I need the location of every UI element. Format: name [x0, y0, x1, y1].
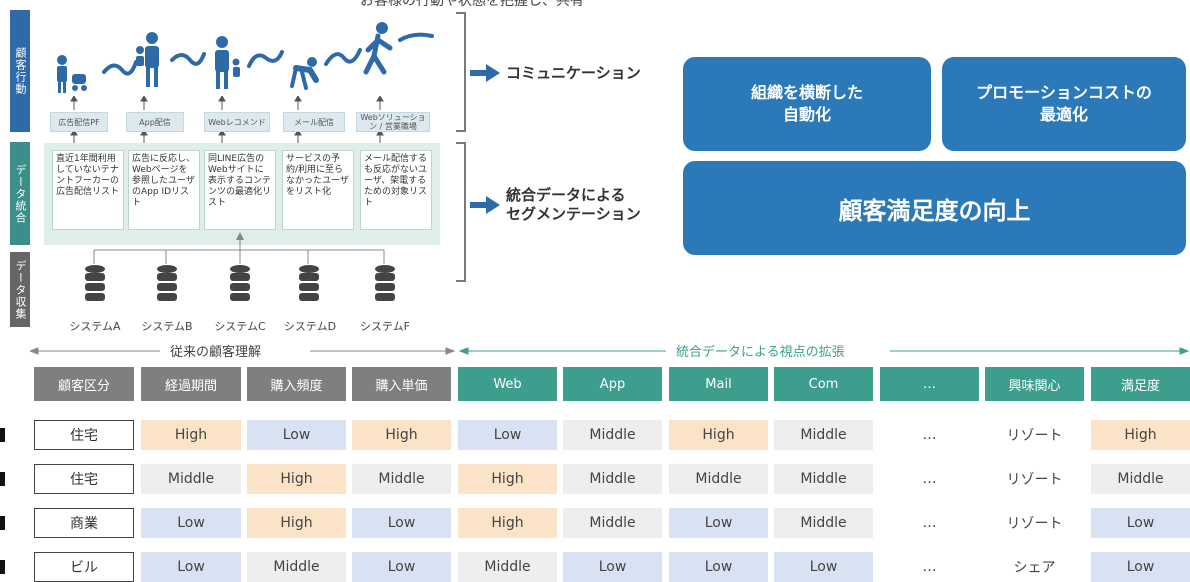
label-customer-behavior: 顧客行動 — [10, 10, 30, 132]
table-cell: Low — [458, 420, 557, 450]
table-cell: Middle — [352, 464, 451, 494]
section-extended: 統合データによる視点の拡張 — [676, 345, 845, 360]
column-header: 満足度 — [1091, 367, 1190, 401]
column-header: 購入頻度 — [247, 367, 346, 401]
system-label: システムC — [214, 320, 266, 333]
row-marker — [0, 560, 5, 574]
table-cell: Middle — [141, 464, 241, 494]
column-header: 顧客区分 — [34, 367, 134, 401]
table-cell: High — [1091, 420, 1190, 450]
tag-arrows — [70, 96, 384, 146]
table-cell: Low — [669, 552, 768, 582]
row-label: 商業 — [34, 508, 134, 538]
segment-list: サービスの予約/利用に至らなかったユーザをリスト化 — [282, 150, 354, 230]
database-icon — [230, 265, 250, 301]
table-cell: Middle — [774, 464, 873, 494]
table-cell: … — [880, 552, 979, 582]
system-label: システムA — [69, 320, 121, 333]
table-cell: リゾート — [985, 508, 1084, 538]
bracket-communication — [456, 12, 466, 132]
top-caption: お客様の行動や状態を把握し、共有 — [360, 0, 584, 9]
table-cell: Middle — [1091, 464, 1190, 494]
box-cost-optimization: プロモーションコストの 最適化 — [942, 57, 1186, 151]
table-cell: Low — [247, 420, 346, 450]
arrow-segmentation — [470, 196, 500, 214]
row-label: 住宅 — [34, 464, 134, 494]
channel-tag: App配信 — [126, 112, 184, 132]
channel-tag: Webレコメンド — [204, 112, 270, 132]
label-data-integration: データ統合 — [10, 142, 30, 245]
column-header: … — [880, 367, 979, 401]
box-customer-satisfaction: 顧客満足度の向上 — [683, 161, 1186, 255]
column-header: 購入単価 — [352, 367, 451, 401]
table-cell: Low — [774, 552, 873, 582]
column-header: Com — [774, 367, 873, 401]
table-cell: Middle — [563, 464, 662, 494]
system-label: システムB — [141, 320, 193, 333]
table-cell: Low — [352, 508, 451, 538]
section-traditional: 従来の顧客理解 — [170, 345, 262, 360]
table-cell: Middle — [563, 508, 662, 538]
table-cell: High — [247, 508, 346, 538]
table-cell: … — [880, 420, 979, 450]
row-marker — [0, 516, 5, 530]
database-icon — [375, 265, 395, 301]
arrow-communication — [470, 64, 500, 82]
segment-list: メール配信するも反応がないユーザ、架電するための対象リスト — [360, 150, 432, 230]
table-cell: Low — [141, 508, 241, 538]
table-cell: Low — [352, 552, 451, 582]
table-cell: Low — [141, 552, 241, 582]
table-cell: … — [880, 508, 979, 538]
row-marker — [0, 428, 5, 442]
table-cell: High — [141, 420, 241, 450]
channel-tag: 広告配信PF — [50, 112, 108, 132]
table-cell: High — [352, 420, 451, 450]
table-cell: リゾート — [985, 420, 1084, 450]
segment-list: 広告に反応し、Webページを参照したユーザのApp IDリスト — [128, 150, 200, 230]
system-connectors — [93, 232, 385, 264]
table-cell: Low — [1091, 552, 1190, 582]
database-icon — [299, 265, 319, 301]
table-cell: Low — [1091, 508, 1190, 538]
table-cell: Middle — [774, 420, 873, 450]
bracket-segmentation — [456, 142, 466, 282]
table-cell: シェア — [985, 552, 1084, 582]
row-marker — [0, 472, 5, 486]
customer-journey-illustration — [57, 22, 434, 93]
channel-tag: メール配信 — [283, 112, 345, 132]
column-header: Web — [458, 367, 557, 401]
row-label: ビル — [34, 552, 134, 582]
table-cell: Low — [563, 552, 662, 582]
box-automation: 組織を横断した 自動化 — [683, 57, 931, 151]
column-header: 経過期間 — [141, 367, 241, 401]
row-label: 住宅 — [34, 420, 134, 450]
label-data-collection: データ収集 — [10, 252, 30, 327]
label-communication: コミュニケーション — [506, 64, 641, 82]
column-header: 興味関心 — [985, 367, 1084, 401]
column-header: Mail — [669, 367, 768, 401]
table-cell: Middle — [247, 552, 346, 582]
table-cell: Middle — [563, 420, 662, 450]
database-icon — [157, 265, 177, 301]
table-cell: Middle — [669, 464, 768, 494]
table-cell: High — [669, 420, 768, 450]
section-dividers — [30, 347, 1190, 355]
segment-list: 同LINE広告のWebサイトに表示するコンテンツの最適化リスト — [204, 150, 276, 230]
table-cell: リゾート — [985, 464, 1084, 494]
system-label: システムD — [283, 320, 337, 333]
segment-list: 直近1年間利用していないテナントフーカーの広告配信リスト — [52, 150, 124, 230]
table-cell: … — [880, 464, 979, 494]
system-label: システムF — [360, 320, 410, 333]
database-icon — [85, 265, 105, 301]
label-segmentation: 統合データによる セグメンテーション — [506, 186, 641, 223]
table-cell: High — [247, 464, 346, 494]
table-cell: Middle — [458, 552, 557, 582]
channel-tag: Webソリューション / 営業職場 — [356, 112, 430, 132]
table-cell: High — [458, 508, 557, 538]
table-cell: High — [458, 464, 557, 494]
table-cell: Low — [669, 508, 768, 538]
column-header: App — [563, 367, 662, 401]
table-cell: Middle — [774, 508, 873, 538]
